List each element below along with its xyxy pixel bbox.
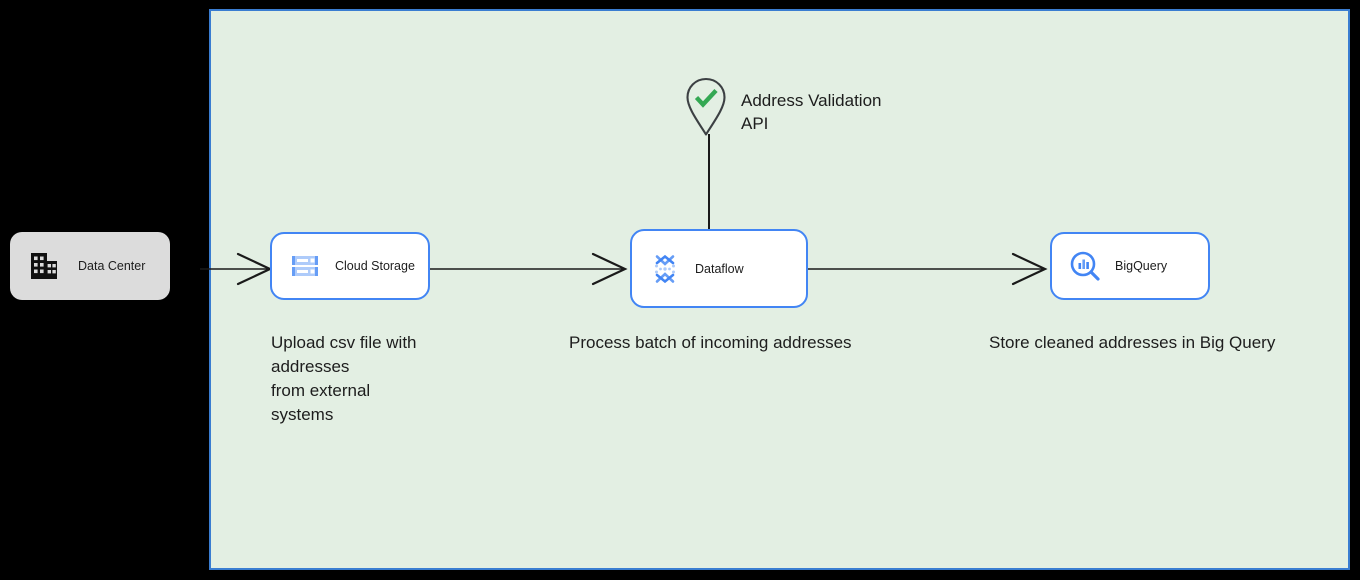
office-building-icon bbox=[26, 248, 62, 284]
node-address-validation-api[interactable]: Address Validation API bbox=[683, 76, 983, 138]
map-pin-check-icon bbox=[683, 76, 729, 138]
node-data-center[interactable]: Data Center bbox=[10, 232, 170, 300]
node-cloud-storage[interactable]: Cloud Storage bbox=[270, 232, 430, 300]
node-bigquery[interactable]: BigQuery bbox=[1050, 232, 1210, 300]
caption-store-cleaned: Store cleaned addresses in Big Query bbox=[989, 333, 1276, 352]
cloud-storage-icon bbox=[289, 250, 321, 282]
node-label-data-center: Data Center bbox=[78, 259, 146, 273]
node-label-bigquery: BigQuery bbox=[1115, 259, 1168, 273]
node-label-address-validation-api: Address Validation API bbox=[741, 91, 882, 133]
node-label-cloud-storage: Cloud Storage bbox=[335, 259, 415, 273]
dataflow-icon bbox=[649, 253, 681, 285]
caption-process-batch: Process batch of incoming addresses bbox=[569, 333, 852, 352]
bigquery-icon bbox=[1069, 250, 1101, 282]
node-dataflow[interactable]: Dataflow bbox=[630, 229, 808, 308]
caption-upload-csv: Upload csv file with addresses from exte… bbox=[271, 333, 417, 424]
node-label-dataflow: Dataflow bbox=[695, 261, 744, 276]
